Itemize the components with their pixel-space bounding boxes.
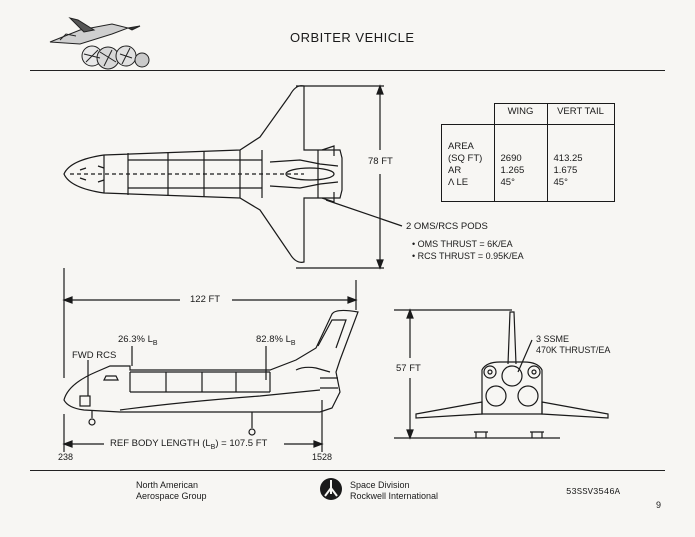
pct-aft-label: 82.8% LB — [256, 334, 296, 347]
footer-left-line2: Aerospace Group — [136, 491, 207, 501]
pct-fwd-text: 26.3% L — [118, 334, 153, 345]
span-label: 78 FT — [368, 156, 393, 167]
wing-area: 2690 — [500, 153, 522, 164]
row-label-ar: AR — [448, 165, 462, 176]
spec-col-wing: WING — [493, 103, 548, 125]
tail-ar: 1.675 — [553, 165, 578, 176]
pct-fwd-sub: B — [152, 339, 158, 347]
top-divider — [30, 70, 665, 71]
space-shuttle-globe-logo-icon — [49, 17, 150, 70]
row-label-lambda-le: Λ LE — [448, 177, 469, 188]
footer-center-line2: Rockwell International — [350, 491, 439, 501]
row-label-area: AREA — [448, 141, 474, 152]
wing-ar: 1.265 — [500, 165, 525, 176]
doc-number: 53SSV3546A — [566, 487, 621, 497]
length-label: 122 FT — [190, 294, 221, 305]
station-aft: 1528 — [312, 452, 333, 462]
spec-wing-values: 2690 1.265 45° — [493, 124, 548, 202]
spec-tail-values: 413.25 1.675 45° — [546, 124, 615, 202]
ref-body-length-text: REF BODY LENGTH (L — [110, 438, 211, 449]
rockwell-logo-icon — [318, 476, 344, 502]
fwd-rcs-label: FWD RCS — [72, 350, 117, 361]
oms-thrust-list: • OMS THRUST = 6K/EA • RCS THRUST = 0.95… — [412, 238, 524, 262]
footer-center-line1: Space Division — [350, 480, 410, 490]
height-label: 57 FT — [396, 363, 421, 374]
ssme-thrust: 470K THRUST/EA — [536, 345, 611, 355]
aft-view — [394, 308, 609, 440]
spec-table-corner — [441, 103, 495, 125]
ref-body-length-value: ) = 107.5 FT — [215, 438, 268, 449]
footer-left-line1: North American — [136, 480, 199, 490]
page-number: 9 — [656, 500, 662, 510]
pct-aft-sub: B — [290, 339, 296, 347]
oms-thrust: • OMS THRUST = 6K/EA — [412, 239, 513, 249]
bottom-divider — [30, 470, 665, 471]
oms-pods-label: 2 OMS/RCS PODS — [406, 221, 488, 232]
ssme-count: 3 SSME — [536, 334, 570, 344]
row-label-sqft: (SQ FT) — [448, 153, 483, 164]
spec-table: WING VERT TAIL AREA (SQ FT) AR Λ LE 2690… — [441, 103, 615, 202]
ref-body-length-label: REF BODY LENGTH (LB) = 107.5 FT — [110, 438, 267, 451]
plan-view — [63, 84, 403, 270]
tail-sweep: 45° — [553, 177, 568, 188]
page-title: ORBITER VEHICLE — [290, 30, 415, 45]
logo — [40, 12, 150, 74]
side-view — [62, 268, 359, 452]
pct-aft-text: 82.8% L — [256, 334, 291, 345]
footer-center: Space Division Rockwell International — [350, 480, 438, 502]
pct-fwd-label: 26.3% LB — [118, 334, 158, 347]
spec-row-labels: AREA (SQ FT) AR Λ LE — [441, 124, 495, 202]
station-fwd: 238 — [58, 452, 74, 462]
ssme-label: 3 SSME 470K THRUST/EA — [536, 334, 610, 356]
wing-sweep: 45° — [500, 177, 515, 188]
footer-left: North American Aerospace Group — [136, 480, 207, 502]
ref-body-length-sub: B — [210, 443, 216, 451]
rcs-thrust: • RCS THRUST = 0.95K/EA — [412, 251, 524, 261]
tail-area: 413.25 — [553, 153, 583, 164]
spec-col-vert-tail: VERT TAIL — [546, 103, 615, 125]
